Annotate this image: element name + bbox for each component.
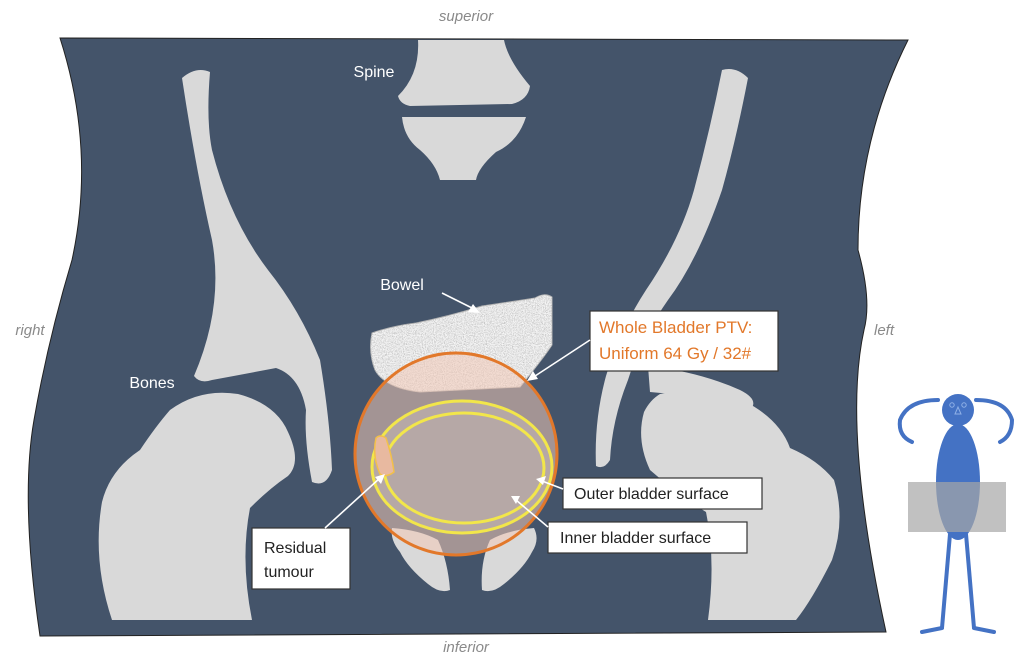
spine-label: Spine bbox=[354, 64, 395, 81]
right-label: right bbox=[15, 322, 45, 339]
inferior-label: inferior bbox=[443, 639, 490, 656]
bladder-inner-surface bbox=[384, 413, 544, 523]
ptv-label-line2: Uniform 64 Gy / 32# bbox=[599, 344, 752, 363]
residual-label-line2: tumour bbox=[264, 564, 314, 581]
figure-slice-indicator bbox=[908, 482, 1006, 532]
left-label: left bbox=[874, 322, 895, 339]
bowel-label: Bowel bbox=[380, 277, 424, 294]
ptv-label-line1: Whole Bladder PTV: bbox=[599, 318, 752, 337]
inner-surface-label: Inner bladder surface bbox=[560, 530, 711, 547]
orientation-figure bbox=[900, 394, 1012, 632]
outer-surface-label: Outer bladder surface bbox=[574, 486, 729, 503]
superior-label: superior bbox=[439, 8, 494, 25]
figure-head bbox=[942, 394, 974, 426]
residual-label-line1: Residual bbox=[264, 540, 326, 557]
bones-label: Bones bbox=[129, 375, 174, 392]
